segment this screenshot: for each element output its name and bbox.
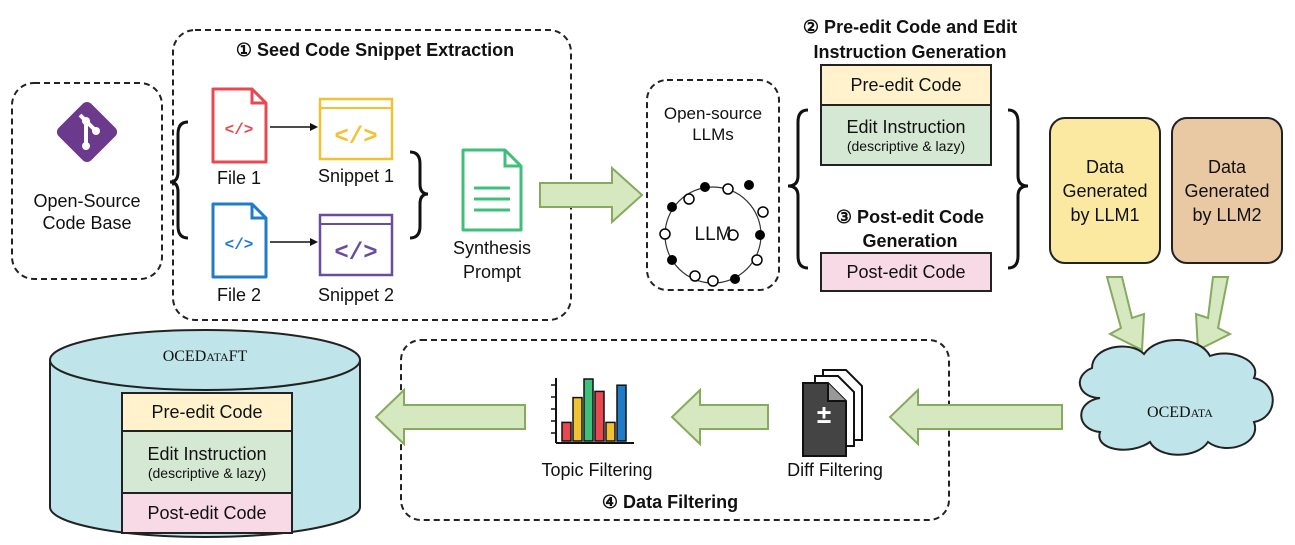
llms-group xyxy=(646,79,780,291)
ocedata-main: OCED xyxy=(1147,404,1191,421)
topic-chart-bar xyxy=(594,390,605,442)
edit-instruction-box: Edit Instruction (descriptive & lazy) xyxy=(820,104,992,166)
ocedataft-suffix: FT xyxy=(228,348,248,365)
file2-label: File 2 xyxy=(216,285,261,305)
svg-text:</>: </> xyxy=(225,236,254,254)
file2-icon: </> xyxy=(211,202,268,279)
codebase-label-line2: Code Base xyxy=(42,213,132,233)
ocedata-label: OCEDATA xyxy=(1110,404,1250,422)
diff-to-topic-arrow xyxy=(670,387,769,447)
generation-title: ② Pre-edit Code and Edit Instruction Gen… xyxy=(765,15,1055,65)
diff-icon: ± xyxy=(802,369,863,457)
llm1-data-line3: by LLM1 xyxy=(1070,204,1140,225)
extraction-title: ① Seed Code Snippet Extraction xyxy=(235,40,515,60)
llms-title: Open-source LLMs xyxy=(647,103,779,145)
llm2-data-box: Data Generated by LLM2 xyxy=(1171,117,1283,264)
ocedata-cloud xyxy=(1078,339,1274,456)
post-edit-code-box: Post-edit Code xyxy=(820,252,992,292)
llm1-data-line2: Generated xyxy=(1062,180,1148,201)
dataset-edit-instruction-label: Edit Instruction xyxy=(147,443,267,464)
llm2-to-ocedata-arrow xyxy=(1194,276,1233,352)
codebase-group xyxy=(11,82,163,280)
generation-title-line2: Instruction Generation xyxy=(813,42,1007,62)
ocedataft-label: OCEDATAFT xyxy=(105,348,305,366)
llms-title-line2: LLMs xyxy=(692,125,734,144)
dataset-edit-instruction-box: Edit Instruction (descriptive & lazy) xyxy=(121,430,293,494)
ocedataft-main: OCED xyxy=(162,348,207,365)
synthesis-prompt-line1: Synthesis xyxy=(452,238,532,258)
llm1-data-box: Data Generated by LLM1 xyxy=(1049,117,1161,264)
llm1-data-line1: Data xyxy=(1085,156,1125,177)
git-icon xyxy=(56,101,118,163)
llm2-data-line1: Data xyxy=(1207,156,1247,177)
dataset-post-edit-box: Post-edit Code xyxy=(121,492,293,534)
snippet2-icon: </> xyxy=(318,213,394,277)
diff-filtering-label: Diff Filtering xyxy=(787,460,883,480)
topic-to-dataset-arrow xyxy=(374,387,526,447)
svg-text:</>: </> xyxy=(225,121,254,139)
codebase-label-line1: Open-Source xyxy=(33,191,141,211)
ocedata-small: ATA xyxy=(1190,406,1213,420)
synthesis-prompt-label: Synthesis Prompt xyxy=(442,236,542,284)
pre-edit-code-box: Pre-edit Code xyxy=(820,64,992,106)
topic-chart-bar xyxy=(572,396,583,442)
svg-text:±: ± xyxy=(817,399,831,429)
llm2-data-line2: Generated xyxy=(1184,180,1270,201)
llms-title-line1: Open-source xyxy=(663,104,763,123)
file1-icon: </> xyxy=(211,87,268,164)
snippet1-icon: </> xyxy=(318,97,394,161)
dataset-edit-instruction-note: (descriptive & lazy) xyxy=(147,464,267,481)
topic-chart-bar xyxy=(561,421,572,442)
topic-chart-bar xyxy=(616,384,627,442)
topic-chart-bar xyxy=(605,421,616,442)
post-edit-title: ③ Post-edit Code Generation xyxy=(790,205,1030,253)
post-edit-title-line2: Generation xyxy=(862,231,958,251)
snippet2-label: Snippet 2 xyxy=(317,285,395,305)
cloud-to-diff-arrow xyxy=(888,387,1063,447)
ocedataft-small: ATA xyxy=(206,350,229,364)
dataset-pre-edit-box: Pre-edit Code xyxy=(121,392,293,432)
edit-instruction-label: Edit Instruction xyxy=(846,116,966,137)
dataset-post-edit-label: Post-edit Code xyxy=(147,502,267,523)
prompt-to-llm-arrow xyxy=(539,165,644,225)
generation-title-line1: ② Pre-edit Code and Edit xyxy=(802,17,1018,37)
svg-text:</>: </> xyxy=(334,240,377,267)
codebase-label: Open-Source Code Base xyxy=(12,190,162,234)
filtering-title: ④ Data Filtering xyxy=(601,492,739,512)
synthesis-prompt-line2: Prompt xyxy=(462,262,522,282)
topic-chart-bar xyxy=(583,378,594,442)
edit-instruction-note: (descriptive & lazy) xyxy=(846,137,966,154)
llm2-data-line3: by LLM2 xyxy=(1192,204,1262,225)
llm-network-icon xyxy=(659,180,769,287)
filtering-group xyxy=(400,339,950,521)
generation-brace xyxy=(1007,108,1029,270)
file1-label: File 1 xyxy=(216,168,261,188)
extraction-group xyxy=(172,29,572,321)
post-edit-code-label: Post-edit Code xyxy=(846,261,966,282)
topic-filtering-label: Topic Filtering xyxy=(541,460,653,480)
synthesis-prompt-icon xyxy=(461,148,523,232)
topic-chart-icon xyxy=(551,378,634,444)
svg-text:</>: </> xyxy=(334,124,377,151)
snippets-brace xyxy=(409,150,429,240)
dataset-pre-edit-label: Pre-edit Code xyxy=(151,401,263,422)
llm1-to-ocedata-arrow xyxy=(1105,276,1146,352)
llm-center-label: LLM xyxy=(694,224,732,245)
snippet1-label: Snippet 1 xyxy=(317,166,395,186)
post-edit-title-line1: ③ Post-edit Code xyxy=(835,207,985,227)
llm-brace xyxy=(787,108,809,270)
files-brace xyxy=(169,120,189,240)
pre-edit-code-label: Pre-edit Code xyxy=(850,74,962,95)
